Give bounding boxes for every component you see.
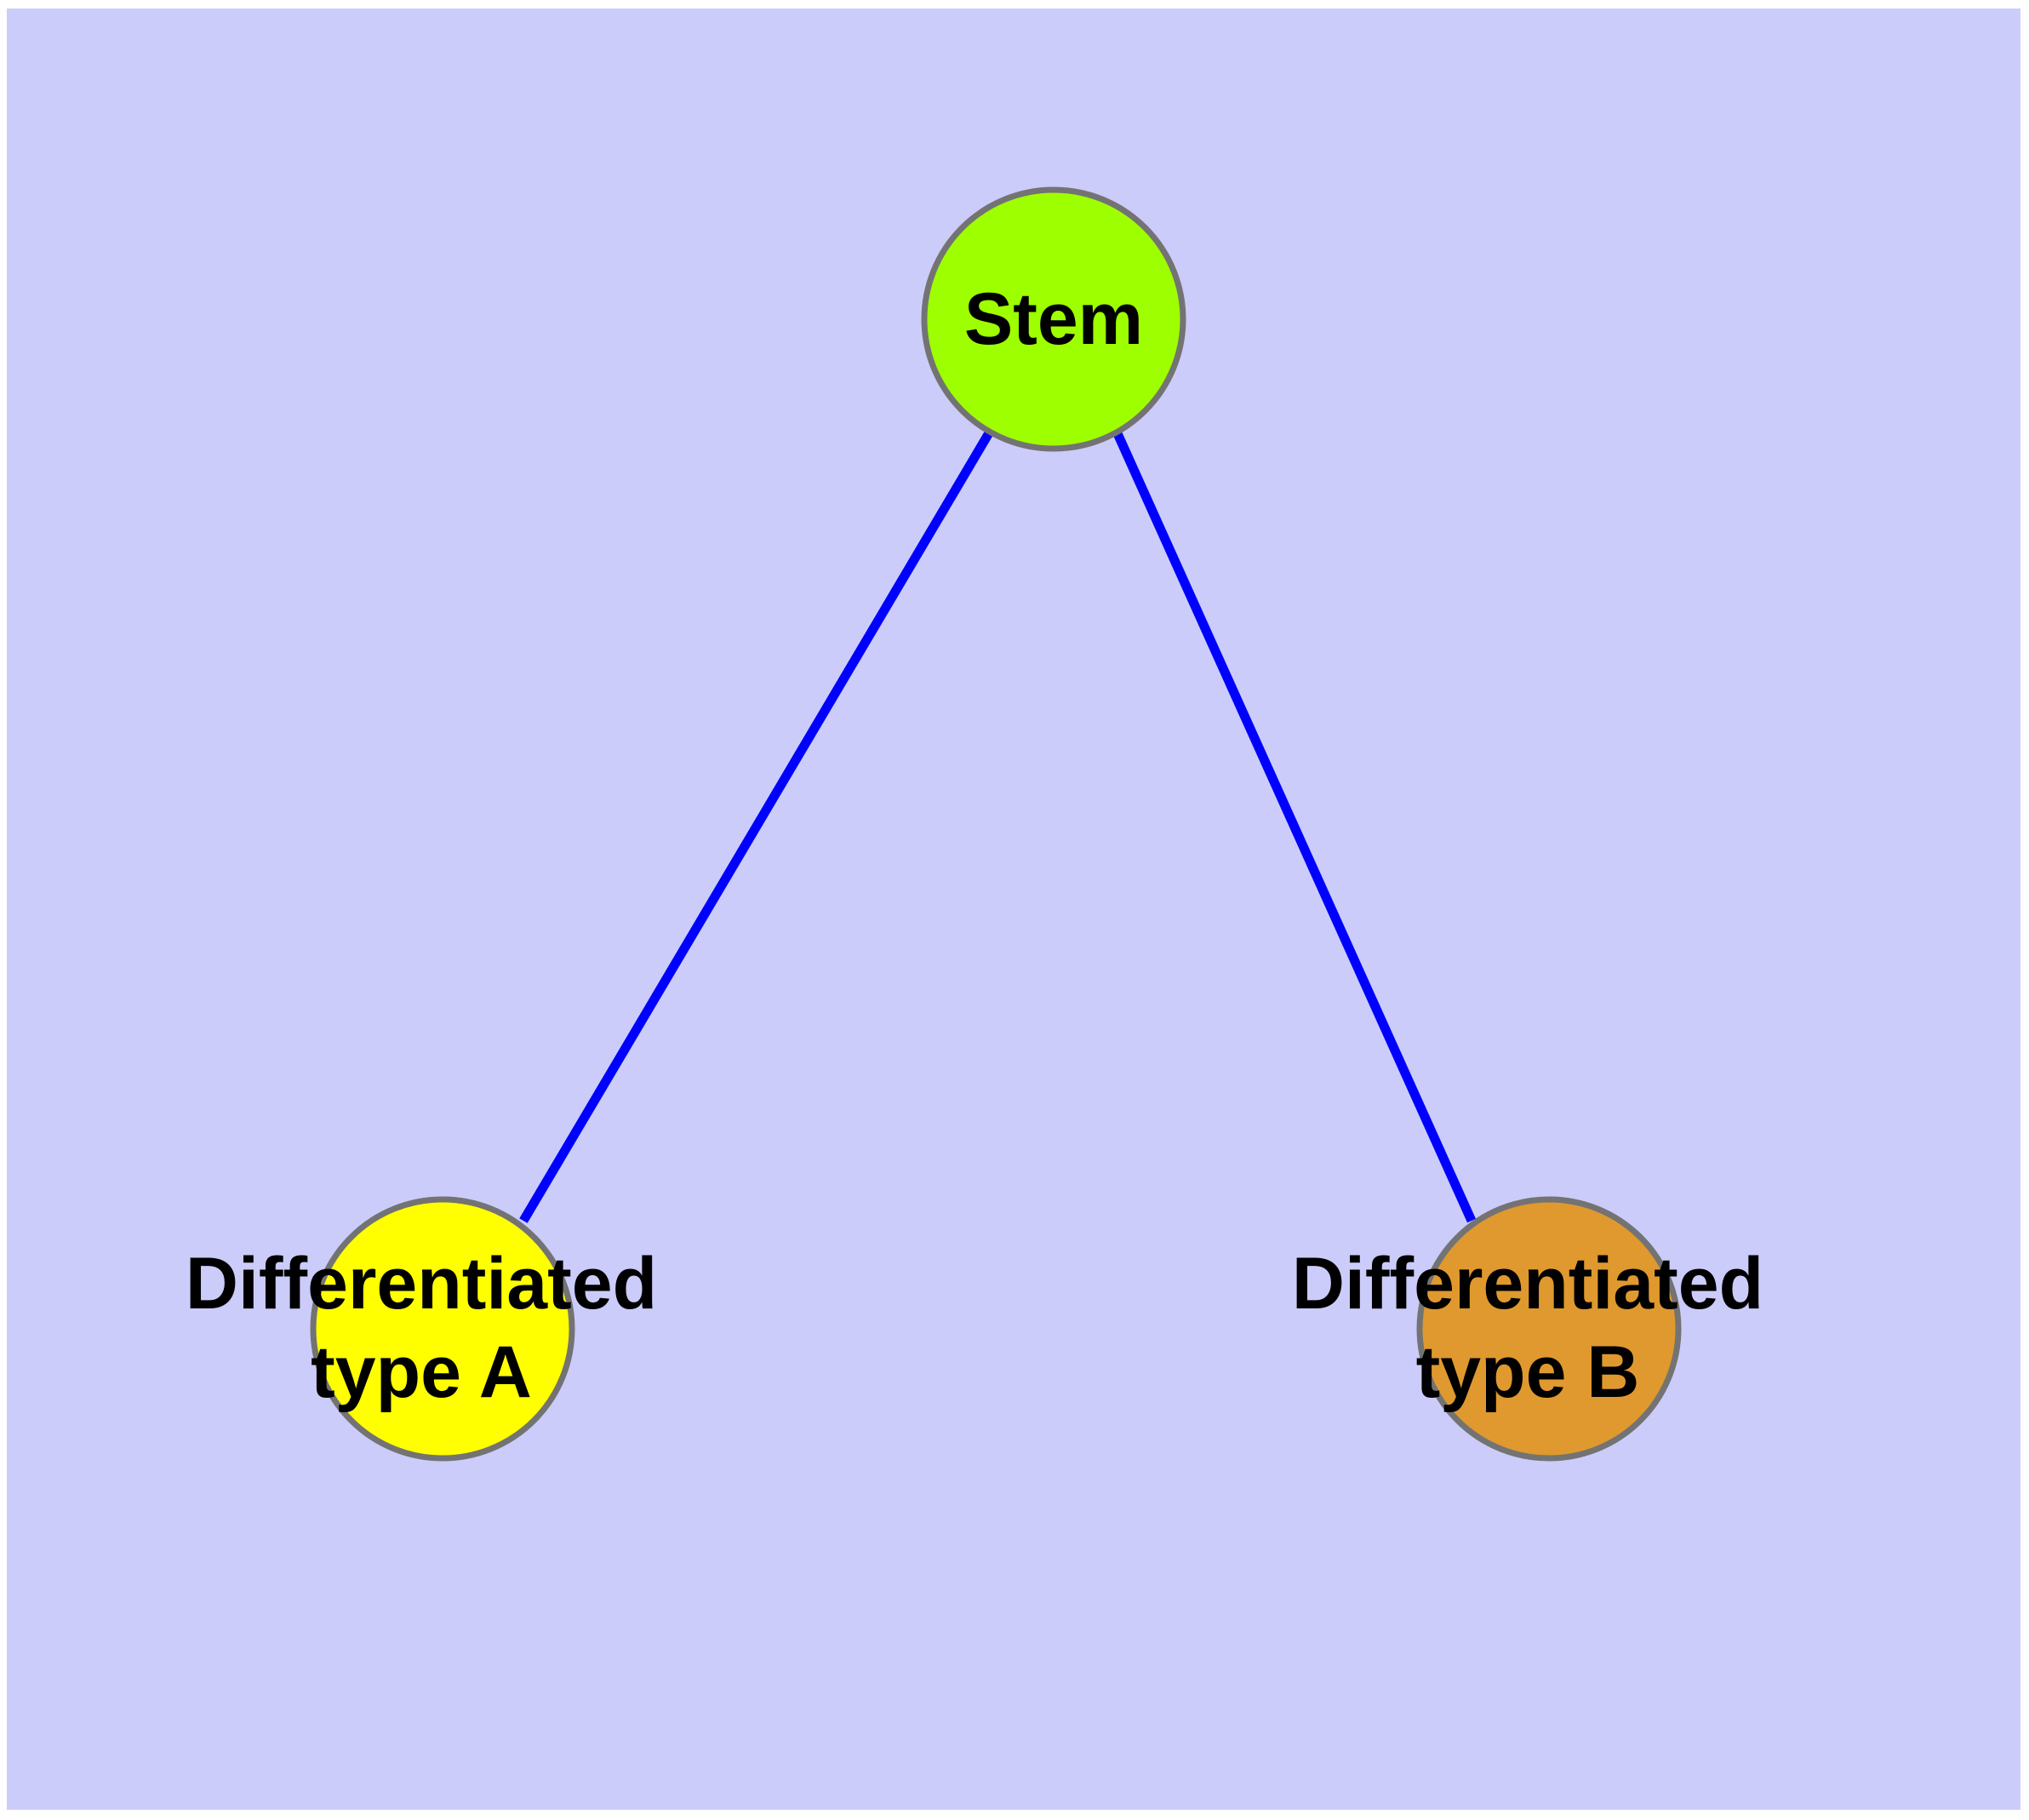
node-circle-diff_b[interactable] [1416, 1196, 1682, 1462]
node-label-group-stem: Stem [964, 278, 1143, 360]
node-diff_a[interactable] [310, 1196, 575, 1462]
node-label-line-diff_b-0: Differentiated [1292, 1243, 1763, 1325]
node-label-line-diff_a-1: type A [311, 1331, 532, 1413]
node-label-line-diff_a-0: Differentiated [186, 1243, 657, 1325]
node-label-line-stem-0: Stem [964, 278, 1143, 360]
edge-stem-to-diff_a [519, 429, 994, 1223]
node-circle-stem[interactable] [921, 186, 1186, 452]
node-circle-diff_a[interactable] [310, 1196, 575, 1462]
node-label-line-diff_b-1: type B [1416, 1331, 1640, 1413]
edge-stem-to-diff_b [1112, 429, 1477, 1223]
node-stem[interactable] [921, 186, 1186, 452]
node-diff_b[interactable] [1416, 1196, 1682, 1462]
